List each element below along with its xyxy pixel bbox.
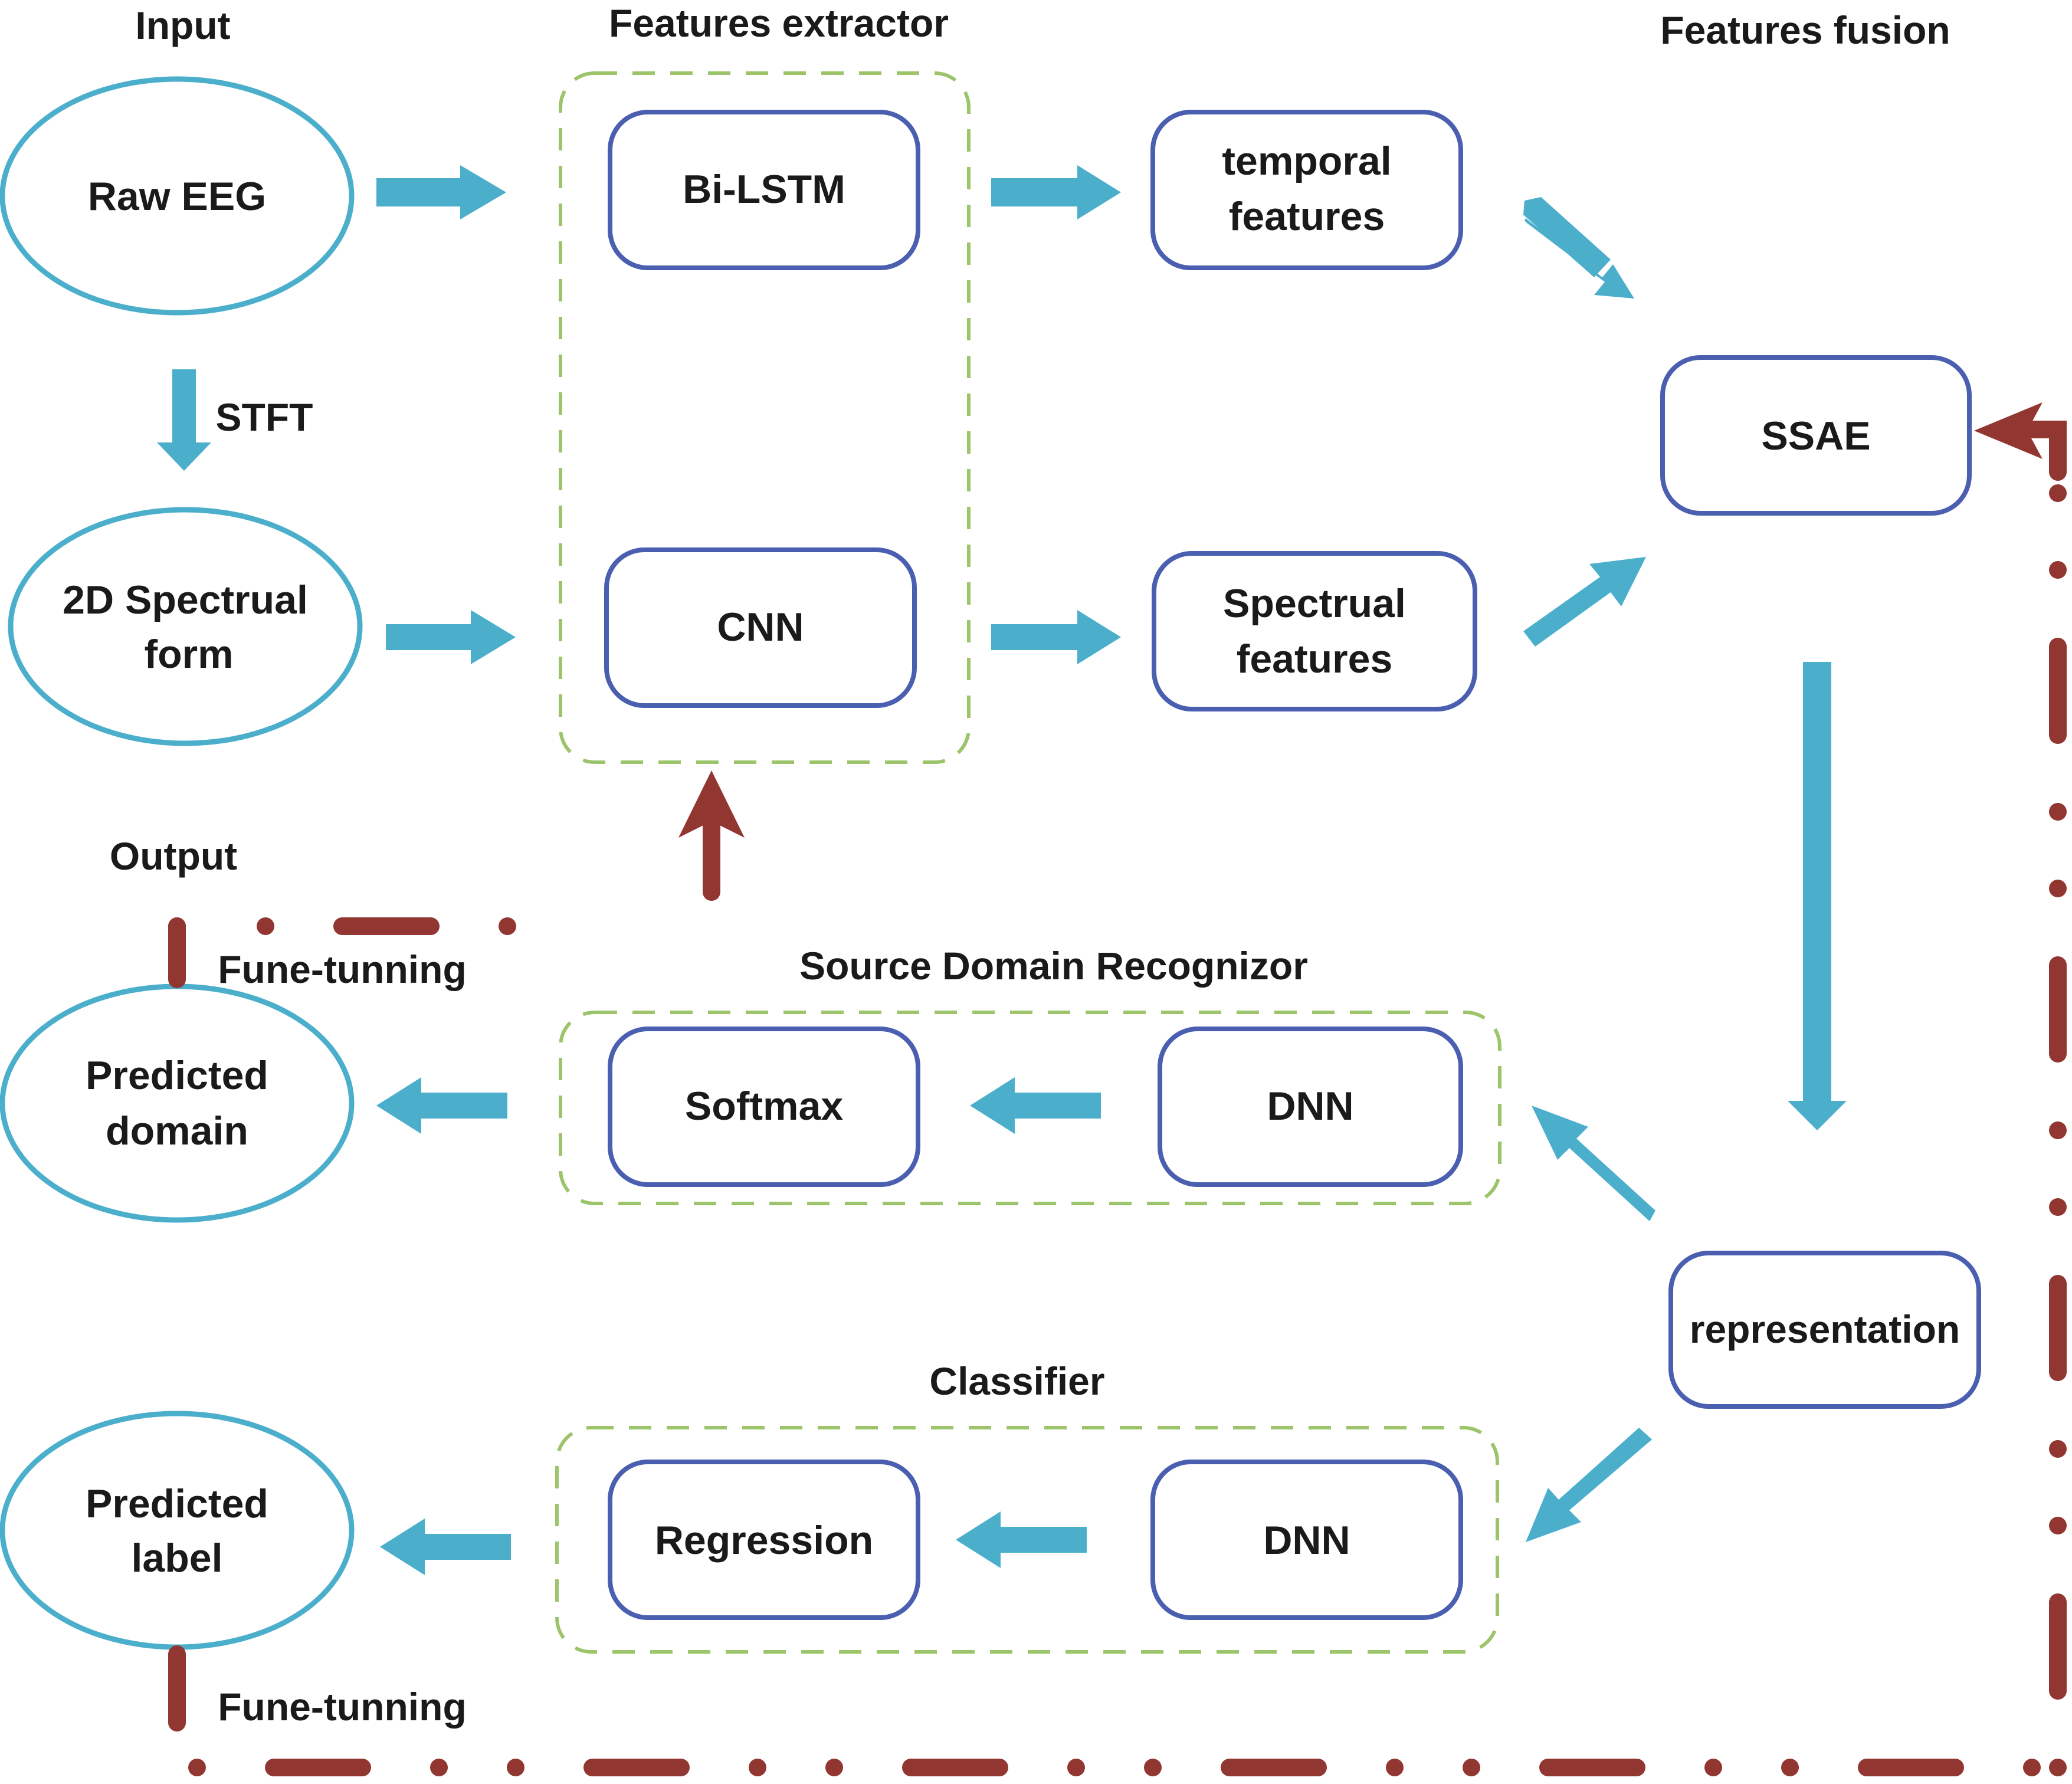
section-features-extractor: Features extractor xyxy=(609,1,949,45)
regression-box xyxy=(608,1460,920,1620)
ssae-label: SSAE xyxy=(1761,414,1870,458)
stft-label: STFT xyxy=(216,395,313,439)
features-extractor-group xyxy=(559,71,971,764)
predicted-label-label-1: Predicted xyxy=(86,1481,268,1526)
spectral-form-label-2: form xyxy=(144,632,233,677)
cnn-box xyxy=(604,547,917,708)
representation-label: representation xyxy=(1690,1307,1960,1351)
spectral-form-node xyxy=(8,507,363,746)
arrow-spectral-to-ssae xyxy=(1523,557,1646,647)
dnn-domain-label: DNN xyxy=(1267,1084,1353,1129)
arrow-bilstm-to-temporal xyxy=(991,165,1121,219)
arrow-representation-to-dnn-domain xyxy=(1532,1106,1655,1221)
raw-eeg-node xyxy=(0,76,355,316)
dnn-classifier-box xyxy=(1150,1460,1463,1620)
arrow-raweeg-to-bilstm xyxy=(376,165,506,219)
spectral-features-label-2: features xyxy=(1237,637,1393,681)
softmax-label: Softmax xyxy=(685,1084,843,1129)
fine-tuning-loop xyxy=(168,421,2067,1776)
predicted-label-node xyxy=(0,1411,355,1650)
section-output: Output xyxy=(110,834,237,878)
section-source-domain-recognizer: Source Domain Recognizor xyxy=(799,944,1308,988)
predicted-domain-label-1: Predicted xyxy=(86,1053,268,1098)
feedback-arrowhead-ssae xyxy=(1974,402,2043,459)
temporal-features-box xyxy=(1150,110,1463,270)
arrow-temporal-to-ssae xyxy=(1523,197,1634,299)
predicted-domain-node xyxy=(0,983,355,1223)
arrow-dnn-to-softmax xyxy=(970,1077,1101,1134)
dnn-domain-box xyxy=(1158,1027,1463,1187)
spectral-features-label-1: Spectrual xyxy=(1223,581,1406,626)
temporal-features-label-2: features xyxy=(1229,194,1385,239)
arrow-regression-to-predicted-label xyxy=(380,1519,511,1575)
arrow-cnn-to-spectral xyxy=(991,610,1121,664)
bilstm-box xyxy=(608,110,920,270)
classifier-group xyxy=(555,1426,1499,1654)
spectral-features-box xyxy=(1152,551,1477,711)
fine-tuning-label-top: Fune-tunning xyxy=(218,947,467,991)
arrow-stft-down xyxy=(157,369,211,471)
arrow-ssae-to-representation xyxy=(1788,662,1847,1130)
temporal-features-label-1: temporal xyxy=(1222,139,1391,183)
section-classifier: Classifier xyxy=(929,1359,1104,1403)
softmax-box xyxy=(608,1027,920,1187)
source-domain-recognizer-group xyxy=(559,1011,1501,1205)
arrow-representation-to-dnn-classifier xyxy=(1526,1428,1652,1542)
ssae-box xyxy=(1660,355,1972,516)
section-features-fusion: Features fusion xyxy=(1660,8,1950,52)
representation-box xyxy=(1668,1251,1981,1409)
regression-label: Regression xyxy=(655,1518,873,1563)
fine-tuning-label-bottom: Fune-tunning xyxy=(218,1685,467,1729)
section-input: Input xyxy=(135,4,230,47)
bilstm-label: Bi-LSTM xyxy=(683,167,845,212)
arrow-softmax-to-predicted-domain xyxy=(376,1077,507,1134)
arrow-spectral-to-cnn xyxy=(386,610,516,664)
predicted-label-label-2: label xyxy=(132,1536,223,1580)
feedback-arrowhead-extractor xyxy=(678,770,745,838)
raw-eeg-label: Raw EEG xyxy=(88,174,266,219)
dnn-classifier-label: DNN xyxy=(1263,1518,1350,1563)
predicted-domain-label-2: domain xyxy=(106,1109,248,1153)
arrow-dnn-to-regression xyxy=(956,1511,1087,1568)
spectral-form-label-1: 2D Spectrual xyxy=(63,578,308,622)
cnn-label: CNN xyxy=(717,605,804,650)
